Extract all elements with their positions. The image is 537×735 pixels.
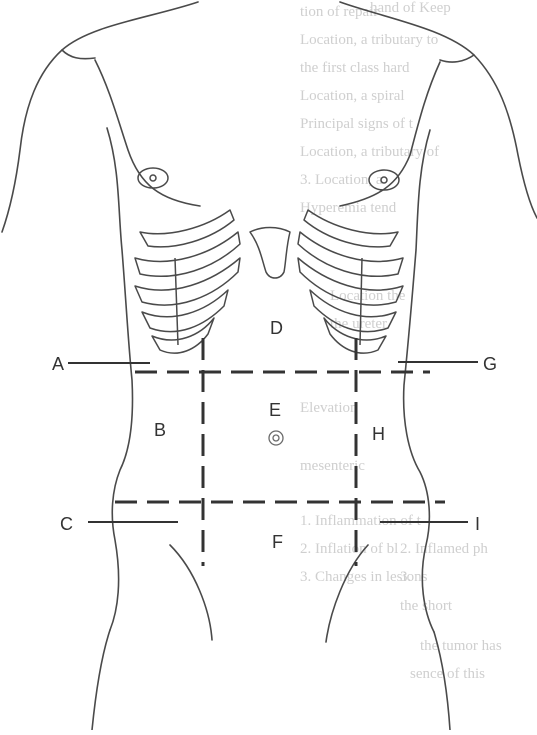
bleed-line: the tumor has [420,638,502,654]
bleed-line: the first class hard [300,60,410,76]
rib-cage [135,210,403,353]
label-c: C [60,514,73,534]
label-g: G [483,354,497,374]
label-d: D [270,318,283,338]
right-deltoid-line [440,55,474,62]
umbilicus-outer [269,431,283,445]
left-rib-4 [142,290,228,332]
left-rib-3 [135,258,240,305]
left-pectoral-outline [95,60,200,206]
bleed-line: 3. [400,569,411,585]
label-a: A [52,354,64,374]
left-flank-outline [107,128,133,630]
bleed-line: hand of Keep [370,0,451,16]
bleed-line: Location, a tributary to [300,32,438,48]
label-b: B [154,420,166,440]
umbilicus-inner [273,435,279,441]
bleed-line: 2. Inflamed ph [400,541,488,557]
bleed-line: Location, a tributary of [300,144,439,160]
label-i: I [475,514,480,534]
bleed-line: Principal signs of t [300,116,414,132]
bleed-line: sence of this [410,666,485,682]
left-deltoid-line [62,50,95,59]
left-inguinal-line [170,545,212,640]
bleed-line: 3. Location, a [300,172,383,188]
bleed-line: tion of repair [300,4,378,20]
bleed-line: 2. Inflation of bl [300,541,398,557]
left-rib-5 [152,318,214,353]
umbilicus-icon [269,431,283,445]
label-f: F [272,532,283,552]
left-hip-outline [92,630,110,730]
bleed-through-text: hand of Keep tion of repair Location, a … [300,0,502,682]
xiphoid-process [250,228,290,279]
bleed-line: Elevation [300,400,358,416]
label-e: E [269,400,281,420]
bleed-line: Location, a spiral [300,88,405,104]
left-rib-1 [140,210,234,247]
label-h: H [372,424,385,444]
right-inguinal-line [326,545,368,642]
left-nipple-center [150,175,156,181]
